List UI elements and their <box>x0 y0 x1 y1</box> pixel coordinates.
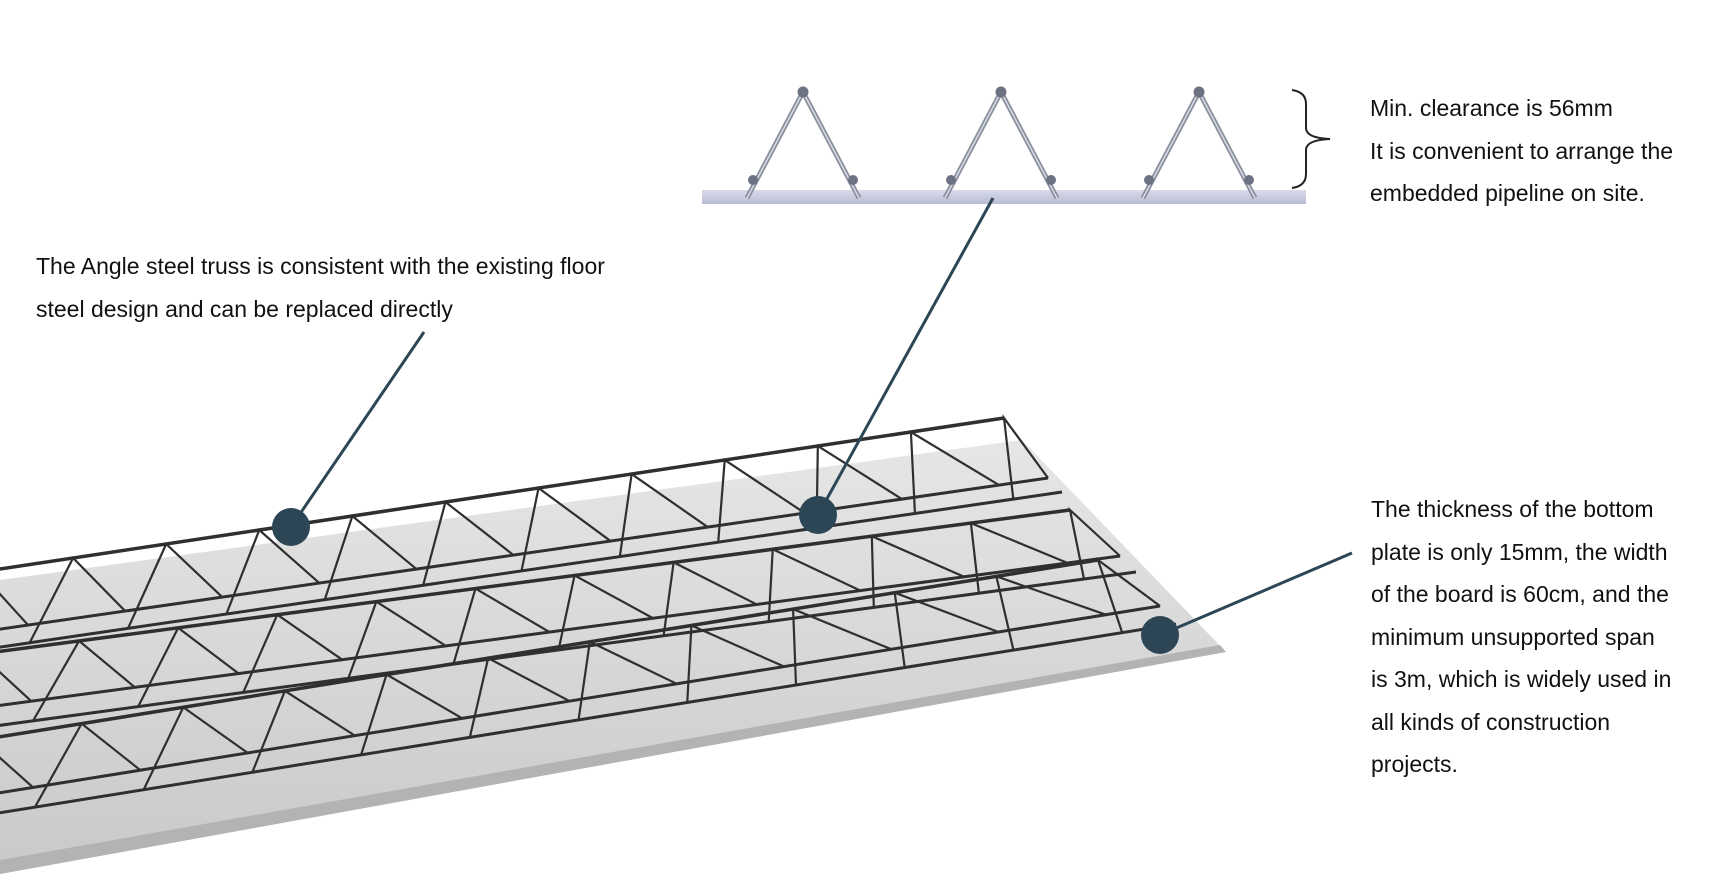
deck-bottom-chord <box>0 622 1177 815</box>
section-bottom-bar <box>1144 175 1154 185</box>
callout-bottom-plate-line: all kinds of construction <box>1371 708 1611 735</box>
deck-top-chord <box>0 416 1005 571</box>
section-truss-highlight <box>1142 90 1256 199</box>
section-bottom-bar <box>1244 175 1254 185</box>
section-truss-web <box>1140 89 1258 200</box>
section-truss-web <box>744 89 862 200</box>
marker-dot-clearance <box>799 496 837 534</box>
section-bottom-bar <box>946 175 956 185</box>
section-bottom-bar <box>748 175 758 185</box>
section-truss-web <box>942 89 1060 200</box>
cross-section-detail <box>702 86 1331 204</box>
section-top-bar <box>995 86 1007 98</box>
callout-bottom-plate-line: plate is only 15mm, the width <box>1371 538 1668 565</box>
deck-truss-web <box>0 414 1049 644</box>
callout-angle-truss: The Angle steel truss is consistent with… <box>36 245 605 330</box>
callout-clearance: Min. clearance is 56mm It is convenient … <box>1370 87 1673 215</box>
truss-deck-slab <box>0 414 1226 874</box>
deck-truss-web <box>0 506 1121 722</box>
section-bottom-bar <box>1046 175 1056 185</box>
callout-clearance-line: embedded pipeline on site. <box>1370 180 1645 206</box>
leader-line-angle-truss <box>289 331 426 528</box>
marker-dot-bottom-plate <box>1141 616 1179 654</box>
deck-bottom-chord <box>0 476 1049 631</box>
section-bottom-bar <box>848 175 858 185</box>
plate-edge <box>0 645 1226 874</box>
deck-top-chord <box>0 508 1071 654</box>
callout-bottom-plate: The thickness of the bottom plate is onl… <box>1371 488 1671 786</box>
section-truss-highlight <box>746 90 860 199</box>
section-truss-group <box>744 86 1258 200</box>
deck-truss-web <box>0 557 1161 808</box>
deck-top-chord <box>0 558 1099 739</box>
callout-bottom-plate-line: is 3m, which is widely used in <box>1371 666 1672 692</box>
clearance-brace <box>1291 89 1331 189</box>
section-top-bar <box>797 86 809 98</box>
deck-bottom-chord <box>0 570 1137 727</box>
callout-bottom-plate-line: The thickness of the bottom <box>1371 496 1654 522</box>
section-bottom-plate <box>702 190 1306 204</box>
deck-bottom-chord <box>0 604 1161 795</box>
callout-clearance-line: It is convenient to arrange the <box>1370 137 1674 164</box>
callout-bottom-plate-line: minimum unsupported span <box>1371 623 1655 650</box>
callout-angle-truss-line: steel design and can be replaced directl… <box>36 295 453 322</box>
leader-line-bottom-plate <box>1159 551 1353 637</box>
concrete-bottom-plate <box>0 440 1226 874</box>
callout-bottom-plate-line: projects. <box>1371 751 1458 777</box>
callout-clearance-line: Min. clearance is 56mm <box>1370 95 1613 121</box>
marker-dot-angle-truss <box>272 508 310 546</box>
deck-bottom-chord <box>0 554 1121 707</box>
section-top-bar <box>1193 86 1205 98</box>
deck-truss-group <box>0 414 1177 815</box>
callout-bottom-plate-line: of the board is 60cm, and the <box>1371 581 1669 607</box>
callout-angle-truss-line: The Angle steel truss is consistent with… <box>36 253 605 279</box>
callout-leaders <box>272 197 1353 654</box>
leader-line-clearance <box>816 197 995 516</box>
section-truss-highlight <box>944 90 1058 199</box>
deck-bottom-chord <box>0 490 1063 649</box>
